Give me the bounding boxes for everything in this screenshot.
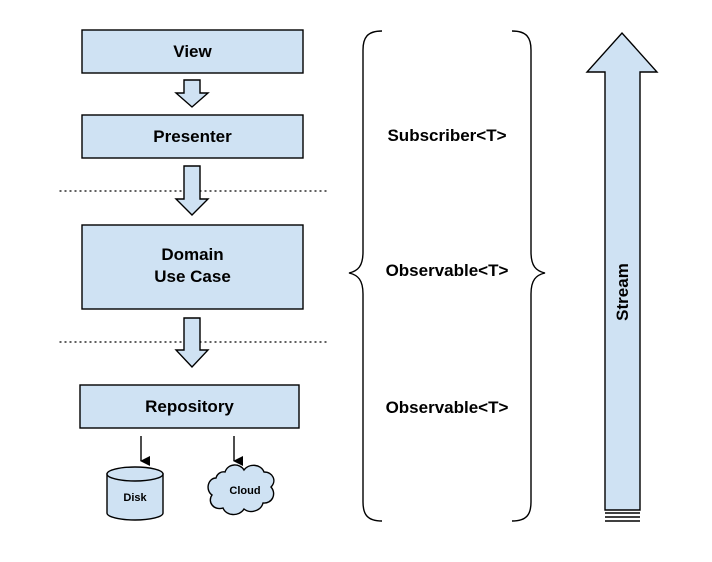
view-label: View [173,42,212,61]
presenter-label: Presenter [153,127,232,146]
view-layer: View [81,29,304,74]
repository-label: Repository [145,397,234,416]
disk-label: Disk [123,492,147,504]
left-brace [348,30,383,522]
observable-domain-type-label: Observable<T> [386,261,509,280]
stream-label: Stream [613,263,632,321]
cloud-icon: Cloud [207,464,275,516]
flow-arrow-view-presenter [174,79,210,108]
cloud-label: Cloud [229,485,260,497]
use-case-label: Use Case [154,267,231,286]
disk-cylinder-icon: Disk [106,466,164,521]
subscriber-type-label: Subscriber<T> [387,126,506,145]
flow-arrow-presenter-domain [174,165,210,216]
flow-arrow-domain-repository [174,317,210,369]
repository-layer: Repository [79,384,300,429]
stream-arrow: Stream [585,31,659,522]
presenter-layer: Presenter [81,114,304,159]
domain-label: Domain [161,245,223,264]
right-brace [511,30,546,522]
domain-use-case-layer: Domain Use Case [81,224,304,310]
observable-repository-type-label: Observable<T> [386,398,509,417]
